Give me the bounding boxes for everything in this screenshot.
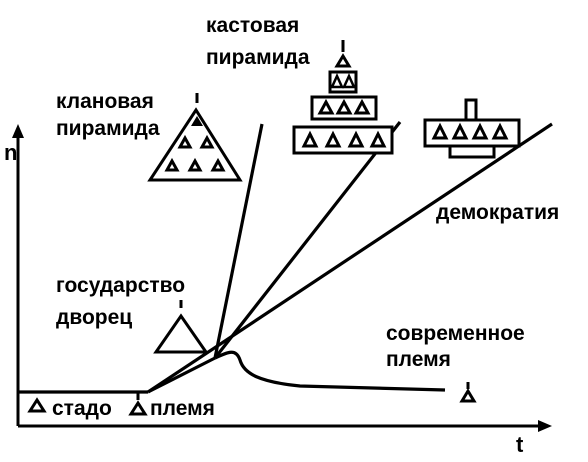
label-state-line2: дворец	[56, 306, 132, 329]
triangle-person-icon	[334, 53, 352, 68]
triangle-person-icon	[471, 122, 489, 140]
evolution-curves	[18, 121, 553, 394]
y-axis-label: n	[4, 140, 17, 165]
label-tribe: племя	[150, 397, 215, 420]
triangle-person-icon	[317, 98, 335, 115]
triangle-person-icon	[431, 122, 449, 140]
modern-tribe-curve	[214, 350, 446, 392]
triangle-person-icon	[459, 388, 477, 403]
triangle-person-icon	[199, 134, 215, 149]
triangle-person-icon	[347, 130, 365, 148]
clan-pyramid-line	[213, 123, 264, 359]
triangle-person-icon	[491, 122, 509, 140]
triangle-person-icon	[301, 130, 319, 148]
triangle-person-icon	[342, 72, 356, 89]
label-caste-line1: кастовая	[206, 14, 299, 37]
x-axis-label: t	[516, 432, 524, 457]
label-clan-line1: клановая	[56, 90, 154, 113]
clan-pyramid	[147, 93, 243, 182]
triangle-person-icon	[187, 157, 203, 172]
democracy-line	[147, 122, 553, 394]
triangle-person-icon	[451, 122, 469, 140]
triangle-person-icon	[210, 157, 226, 172]
democracy-structure	[423, 98, 521, 159]
label-herd: стадо	[52, 397, 112, 420]
triangle-person-icon	[128, 400, 148, 416]
triangle-person-icon	[324, 130, 342, 148]
y-axis-arrow-icon	[12, 124, 24, 138]
caste-pyramid-line	[213, 121, 402, 359]
democracy-top	[464, 98, 478, 122]
label-modern-tribe-line1: современное	[386, 322, 525, 345]
triangle-person-icon	[330, 72, 344, 89]
label-clan-line2: пирамида	[56, 117, 160, 140]
herd-marker	[27, 397, 47, 413]
caste-pyramid	[292, 40, 394, 155]
triangle-person-icon	[335, 98, 353, 115]
triangle-pyramid-icon	[153, 313, 209, 354]
modern-tribe-marker	[459, 382, 477, 403]
triangle-person-icon	[164, 157, 180, 172]
label-state-line1: государство	[56, 274, 185, 297]
triangle-person-icon	[27, 397, 47, 413]
triangle-person-icon	[369, 130, 387, 148]
label-democracy: демократия	[436, 201, 559, 224]
triangle-person-icon	[191, 116, 203, 126]
x-axis-arrow-icon	[538, 420, 552, 432]
triangle-person-icon	[353, 98, 371, 115]
axes: n t	[4, 124, 552, 457]
label-modern-tribe-line2: племя	[386, 348, 451, 371]
labels: стадо племя современное племя государств…	[52, 14, 559, 420]
tribe-marker	[128, 393, 148, 416]
triangle-person-icon	[177, 134, 193, 149]
label-caste-line2: пирамида	[206, 46, 310, 69]
state-pyramid	[153, 300, 209, 354]
